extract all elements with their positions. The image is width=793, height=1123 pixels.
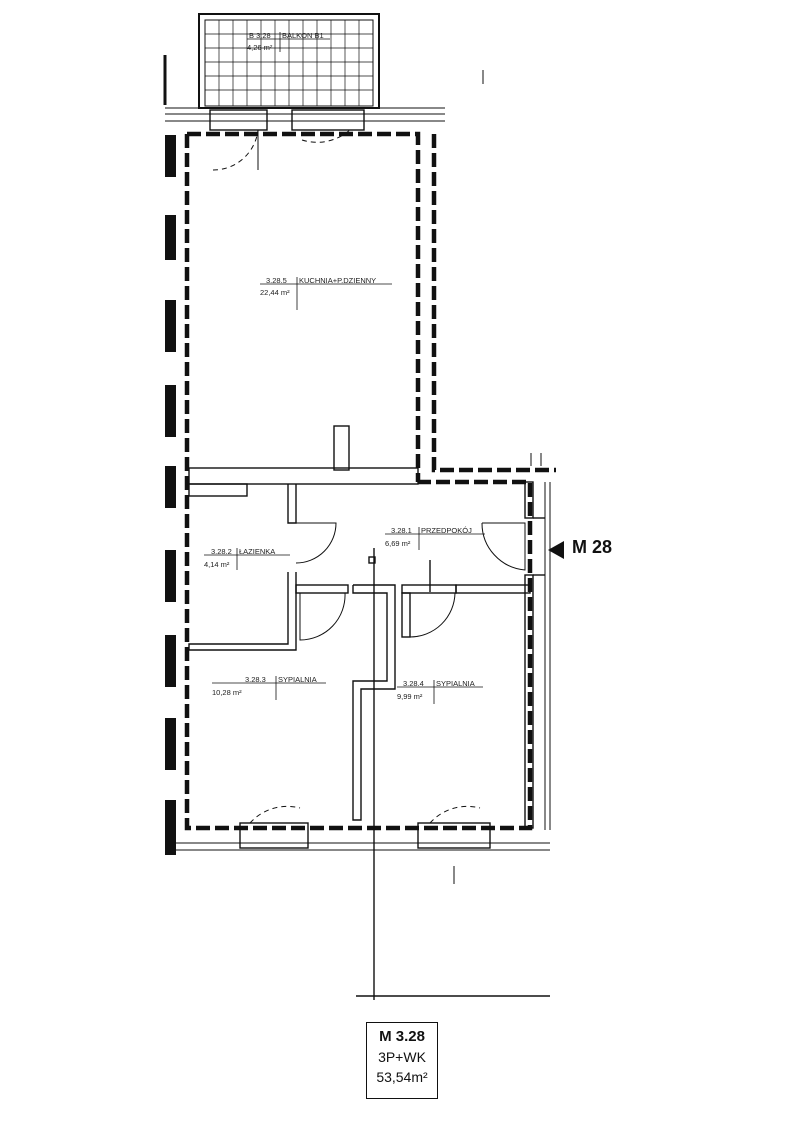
room-label-bathroom: 3.28.2 ŁAZIENKA 4,14 m² (204, 547, 275, 569)
balcony (198, 13, 380, 109)
apartment-marker: M 28 (572, 537, 613, 557)
room-name: BALKON B1 (282, 31, 324, 40)
door-swings (212, 127, 526, 824)
room-label-kitchen: 3.28.5 KUCHNIA+P.DZIENNY 22,44 m² (260, 276, 376, 297)
room-label-lines (204, 32, 485, 704)
entrance-arrow-icon (548, 541, 564, 559)
room-name: KUCHNIA+P.DZIENNY (299, 276, 376, 285)
room-label-balcony: B 3.28 BALKON B1 4,26 m² (247, 31, 324, 52)
room-number: 3.28.3 (245, 675, 266, 684)
room-number: 3.28.2 (211, 547, 232, 556)
interior-walls (188, 109, 550, 1000)
room-area: 9,99 m² (397, 692, 423, 701)
room-area: 6,69 m² (385, 539, 411, 548)
room-name: PRZEDPOKÓJ (421, 526, 472, 535)
apartment-info-box: M 3.28 3P+WK 53,54m² (366, 1022, 438, 1099)
exterior-piers (165, 135, 176, 855)
room-number: B 3.28 (249, 31, 271, 40)
apartment-area: 53,54m² (376, 1069, 428, 1085)
apartment-type: 3P+WK (378, 1049, 426, 1065)
room-label-bedroom-1: 3.28.3 SYPIALNIA 10,28 m² (212, 675, 317, 697)
exterior-walls (184, 131, 556, 831)
room-label-hall: 3.28.1 PRZEDPOKÓJ 6,69 m² (385, 526, 472, 548)
room-number: 3.28.1 (391, 526, 412, 535)
room-area: 4,26 m² (247, 43, 273, 52)
apartment-code: M 3.28 (379, 1028, 425, 1045)
room-area: 10,28 m² (212, 688, 242, 697)
room-label-bedroom-2: 3.28.4 SYPIALNIA 9,99 m² (397, 679, 475, 701)
room-number: 3.28.5 (266, 276, 287, 285)
room-area: 22,44 m² (260, 288, 290, 297)
room-number: 3.28.4 (403, 679, 424, 688)
facade-lines (163, 55, 551, 884)
room-area: 4,14 m² (204, 560, 230, 569)
room-name: SYPIALNIA (278, 675, 317, 684)
room-name: SYPIALNIA (436, 679, 475, 688)
room-name: ŁAZIENKA (239, 547, 275, 556)
